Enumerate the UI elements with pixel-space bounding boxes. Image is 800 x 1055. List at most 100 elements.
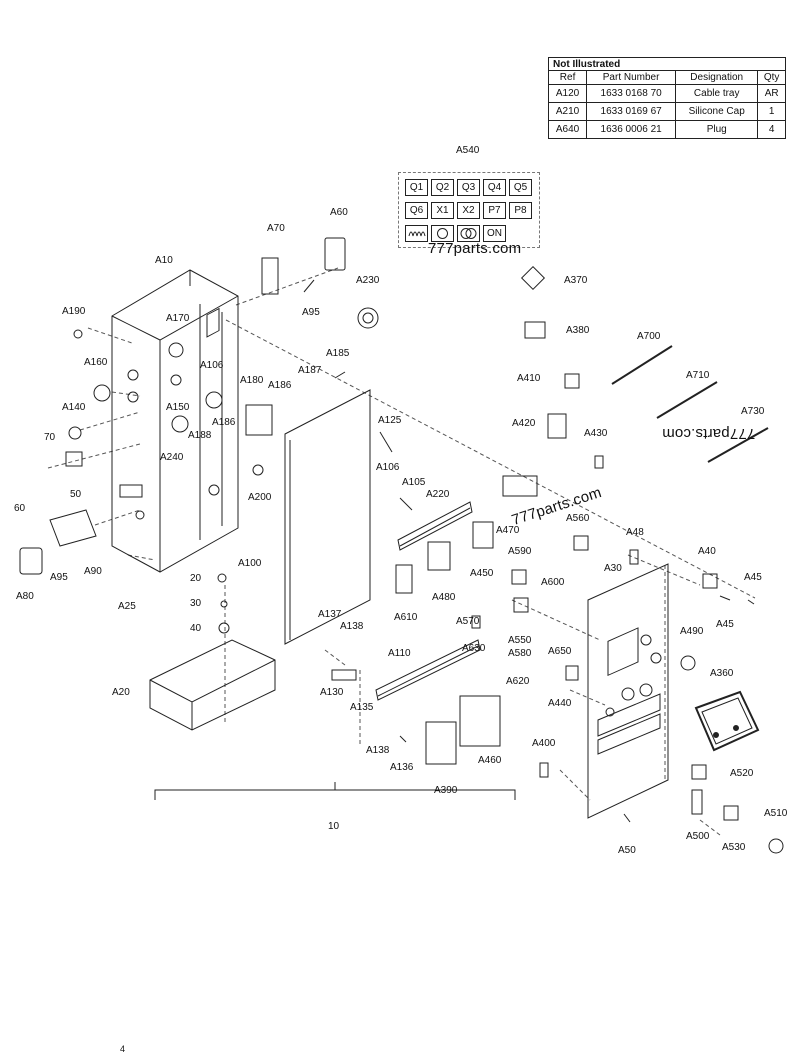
cell-ref: A640 <box>547 120 588 139</box>
callout-a186: A186 <box>212 417 236 428</box>
callout-a105: A105 <box>402 477 426 488</box>
din-rail-a220 <box>397 501 473 551</box>
callout-40: 40 <box>190 623 202 634</box>
callout-a136: A136 <box>390 762 414 773</box>
callout-a710: A710 <box>686 370 710 381</box>
callout-20: 20 <box>190 573 202 584</box>
label-cell: Q4 <box>483 179 506 196</box>
label-cell: ON <box>483 225 506 242</box>
table-row: A120 1633 0168 70 Cable tray AR <box>547 84 786 103</box>
watermark: 777parts.com <box>428 240 522 257</box>
label-cell: P8 <box>509 202 532 219</box>
callout-a180: A180 <box>240 375 264 386</box>
callout-a470: A470 <box>496 525 520 536</box>
callout-a360: A360 <box>710 668 734 679</box>
mounting-plate-a100 <box>284 389 371 645</box>
callout-a106: A106 <box>200 360 224 371</box>
callout-a430: A430 <box>584 428 608 439</box>
callout-a200: A200 <box>248 492 272 503</box>
callout-a610: A610 <box>394 612 418 623</box>
group-bracket-10 <box>154 782 516 800</box>
callout-a530: A530 <box>722 842 746 853</box>
callout-a48: A48 <box>626 527 644 538</box>
callout-60: 60 <box>14 503 26 514</box>
callout-a450: A450 <box>470 568 494 579</box>
callout-a45: A45 <box>716 619 734 630</box>
callout-a130: A130 <box>320 687 344 698</box>
callout-a420: A420 <box>512 418 536 429</box>
callout-a390: A390 <box>434 785 458 796</box>
callout-10: 10 <box>328 821 340 832</box>
callout-a400: A400 <box>532 738 556 749</box>
label-cell: Q1 <box>405 179 428 196</box>
label-cell: P7 <box>483 202 506 219</box>
callout-a440: A440 <box>548 698 572 709</box>
callout-a240: A240 <box>160 452 184 463</box>
callout-a190: A190 <box>62 306 86 317</box>
callout-a650: A650 <box>548 646 572 657</box>
controller-a360 <box>694 690 760 752</box>
label-cell: Q6 <box>405 202 428 219</box>
label-cell-coil-icon <box>405 225 428 242</box>
callout-a500: A500 <box>686 831 710 842</box>
callout-a138: A138 <box>366 745 390 756</box>
watermark: 777parts.com <box>662 425 756 442</box>
callout-a40: A40 <box>698 546 716 557</box>
callout-70: 70 <box>44 432 56 443</box>
callout-a50: A50 <box>618 845 636 856</box>
callout-a45: A45 <box>744 572 762 583</box>
din-rail-a110 <box>375 639 481 701</box>
callout-a410: A410 <box>517 373 541 384</box>
callout-a170: A170 <box>166 313 190 324</box>
callout-a730: A730 <box>741 406 765 417</box>
callout-a590: A590 <box>508 546 532 557</box>
callout-a125: A125 <box>378 415 402 426</box>
cell-part-number: 1636 0006 21 <box>586 120 677 139</box>
callout-a520: A520 <box>730 768 754 779</box>
callout-a550: A550 <box>508 635 532 646</box>
callout-a138: A138 <box>340 621 364 632</box>
callout-a160: A160 <box>84 357 108 368</box>
callout-a540: A540 <box>456 145 480 156</box>
callout-a30: A30 <box>604 563 622 574</box>
label-cell-circle-icon <box>431 225 454 242</box>
label-cell: Q3 <box>457 179 480 196</box>
frame-a10 <box>111 269 239 573</box>
small-components <box>19 237 784 854</box>
callout-a186: A186 <box>268 380 292 391</box>
callout-a90: A90 <box>84 566 102 577</box>
callout-a70: A70 <box>267 223 285 234</box>
callout-a490: A490 <box>680 626 704 637</box>
assembly-guide-lines <box>47 267 756 836</box>
table-row: A210 1633 0169 67 Silicone Cap 1 <box>547 102 786 121</box>
label-cell: Q5 <box>509 179 532 196</box>
not-illustrated-table: Not Illustrated Ref Part Number Designat… <box>547 57 786 139</box>
callout-a600: A600 <box>541 577 565 588</box>
callout-a20: A20 <box>112 687 130 698</box>
table-row: A640 1636 0006 21 Plug 4 <box>547 120 786 139</box>
callout-a10: A10 <box>155 255 173 266</box>
callout-a560: A560 <box>566 513 590 524</box>
tray-a20 <box>149 639 276 731</box>
callout-a187: A187 <box>298 365 322 376</box>
callout-a25: A25 <box>118 601 136 612</box>
callout-a95: A95 <box>302 307 320 318</box>
label-cell: Q2 <box>431 179 454 196</box>
callout-a630: A630 <box>462 643 486 654</box>
cables <box>611 345 769 463</box>
callout-30: 30 <box>190 598 202 609</box>
callout-a135: A135 <box>350 702 374 713</box>
label-cell: X1 <box>431 202 454 219</box>
callout-a140: A140 <box>62 402 86 413</box>
label-sheet-a540: Q1 Q2 Q3 Q4 Q5 Q6 X1 X2 P7 P8 ON <box>398 172 540 248</box>
callout-a700: A700 <box>637 331 661 342</box>
callout-a570: A570 <box>456 616 480 627</box>
callout-a480: A480 <box>432 592 456 603</box>
footer-mark: 4 <box>120 1044 126 1054</box>
callout-a230: A230 <box>356 275 380 286</box>
label-cell-transformer-icon <box>457 225 480 242</box>
callout-50: 50 <box>70 489 82 500</box>
callout-a380: A380 <box>566 325 590 336</box>
callout-a95: A95 <box>50 572 68 583</box>
callout-a137: A137 <box>318 609 342 620</box>
